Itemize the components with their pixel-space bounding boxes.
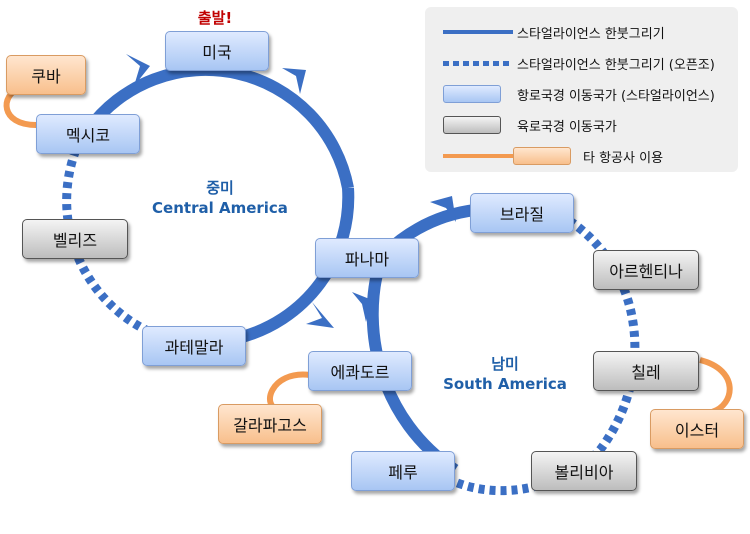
node-mexico[interactable]: 멕시코 xyxy=(36,114,140,154)
chevron-4 xyxy=(430,196,456,222)
legend: 스타얼라이언스 한붓그리기 스타얼라이언스 한붓그리기 (오픈조) 항로국경 이… xyxy=(425,7,738,172)
legend-row-open-jaw: 스타얼라이언스 한붓그리기 (오픈조) xyxy=(425,50,738,76)
node-bolivia[interactable]: 볼리비아 xyxy=(531,451,637,491)
central-solid-arc-top xyxy=(83,63,354,190)
legend-star-alliance-open: 스타얼라이언스 한붓그리기 (오픈조) xyxy=(517,57,715,73)
region-south-name-en: South America xyxy=(443,375,567,393)
legend-star-alliance: 스타얼라이언스 한붓그리기 xyxy=(517,26,665,42)
node-panama[interactable]: 파나마 xyxy=(315,238,419,278)
node-galapagos[interactable]: 갈라파고스 xyxy=(218,404,322,444)
node-brazil[interactable]: 브라질 xyxy=(470,193,574,233)
node-easter[interactable]: 이스터 xyxy=(650,409,744,449)
legend-land-box xyxy=(443,116,501,134)
node-belize[interactable]: 벨리즈 xyxy=(22,219,128,259)
legend-orange-line xyxy=(443,154,513,158)
chevron-3 xyxy=(306,302,334,328)
legend-solid-line xyxy=(443,30,513,34)
chevron-5 xyxy=(352,292,372,322)
central-solid-arc-right xyxy=(236,187,355,344)
node-ecuador[interactable]: 에콰도르 xyxy=(308,351,412,391)
node-argentina[interactable]: 아르헨티나 xyxy=(593,250,699,290)
chevron-2 xyxy=(282,68,306,94)
legend-row-air: 항로국경 이동국가 (스타얼라이언스) xyxy=(425,81,738,107)
region-central-name: 중미 xyxy=(206,179,234,197)
easter-loop xyxy=(699,357,733,415)
legend-other-airline: 타 항공사 이용 xyxy=(583,150,664,166)
legend-row-land: 육로국경 이동국가 xyxy=(425,112,738,138)
legend-other-box xyxy=(513,147,571,165)
chevron-1 xyxy=(126,54,150,86)
node-guatemala[interactable]: 과테말라 xyxy=(142,326,246,366)
node-cuba[interactable]: 쿠바 xyxy=(6,55,86,95)
region-south-name: 남미 xyxy=(491,355,519,373)
legend-dashed-line xyxy=(443,60,513,66)
start-label: 출발! xyxy=(197,9,233,27)
legend-row-other: 타 항공사 이용 xyxy=(425,143,738,169)
legend-row-star-alliance: 스타얼라이언스 한붓그리기 xyxy=(425,19,738,45)
region-central: 중미 Central America xyxy=(145,178,295,218)
legend-air-move: 항로국경 이동국가 (스타얼라이언스) xyxy=(517,88,715,104)
region-south: 남미 South America xyxy=(430,354,580,394)
region-central-name-en: Central America xyxy=(152,199,288,217)
node-peru[interactable]: 페루 xyxy=(351,451,455,491)
legend-air-box xyxy=(443,85,501,103)
legend-land-move: 육로국경 이동국가 xyxy=(517,119,617,135)
node-mexico-city[interactable]: 미국 xyxy=(165,31,269,71)
node-chile[interactable]: 칠레 xyxy=(593,351,699,391)
